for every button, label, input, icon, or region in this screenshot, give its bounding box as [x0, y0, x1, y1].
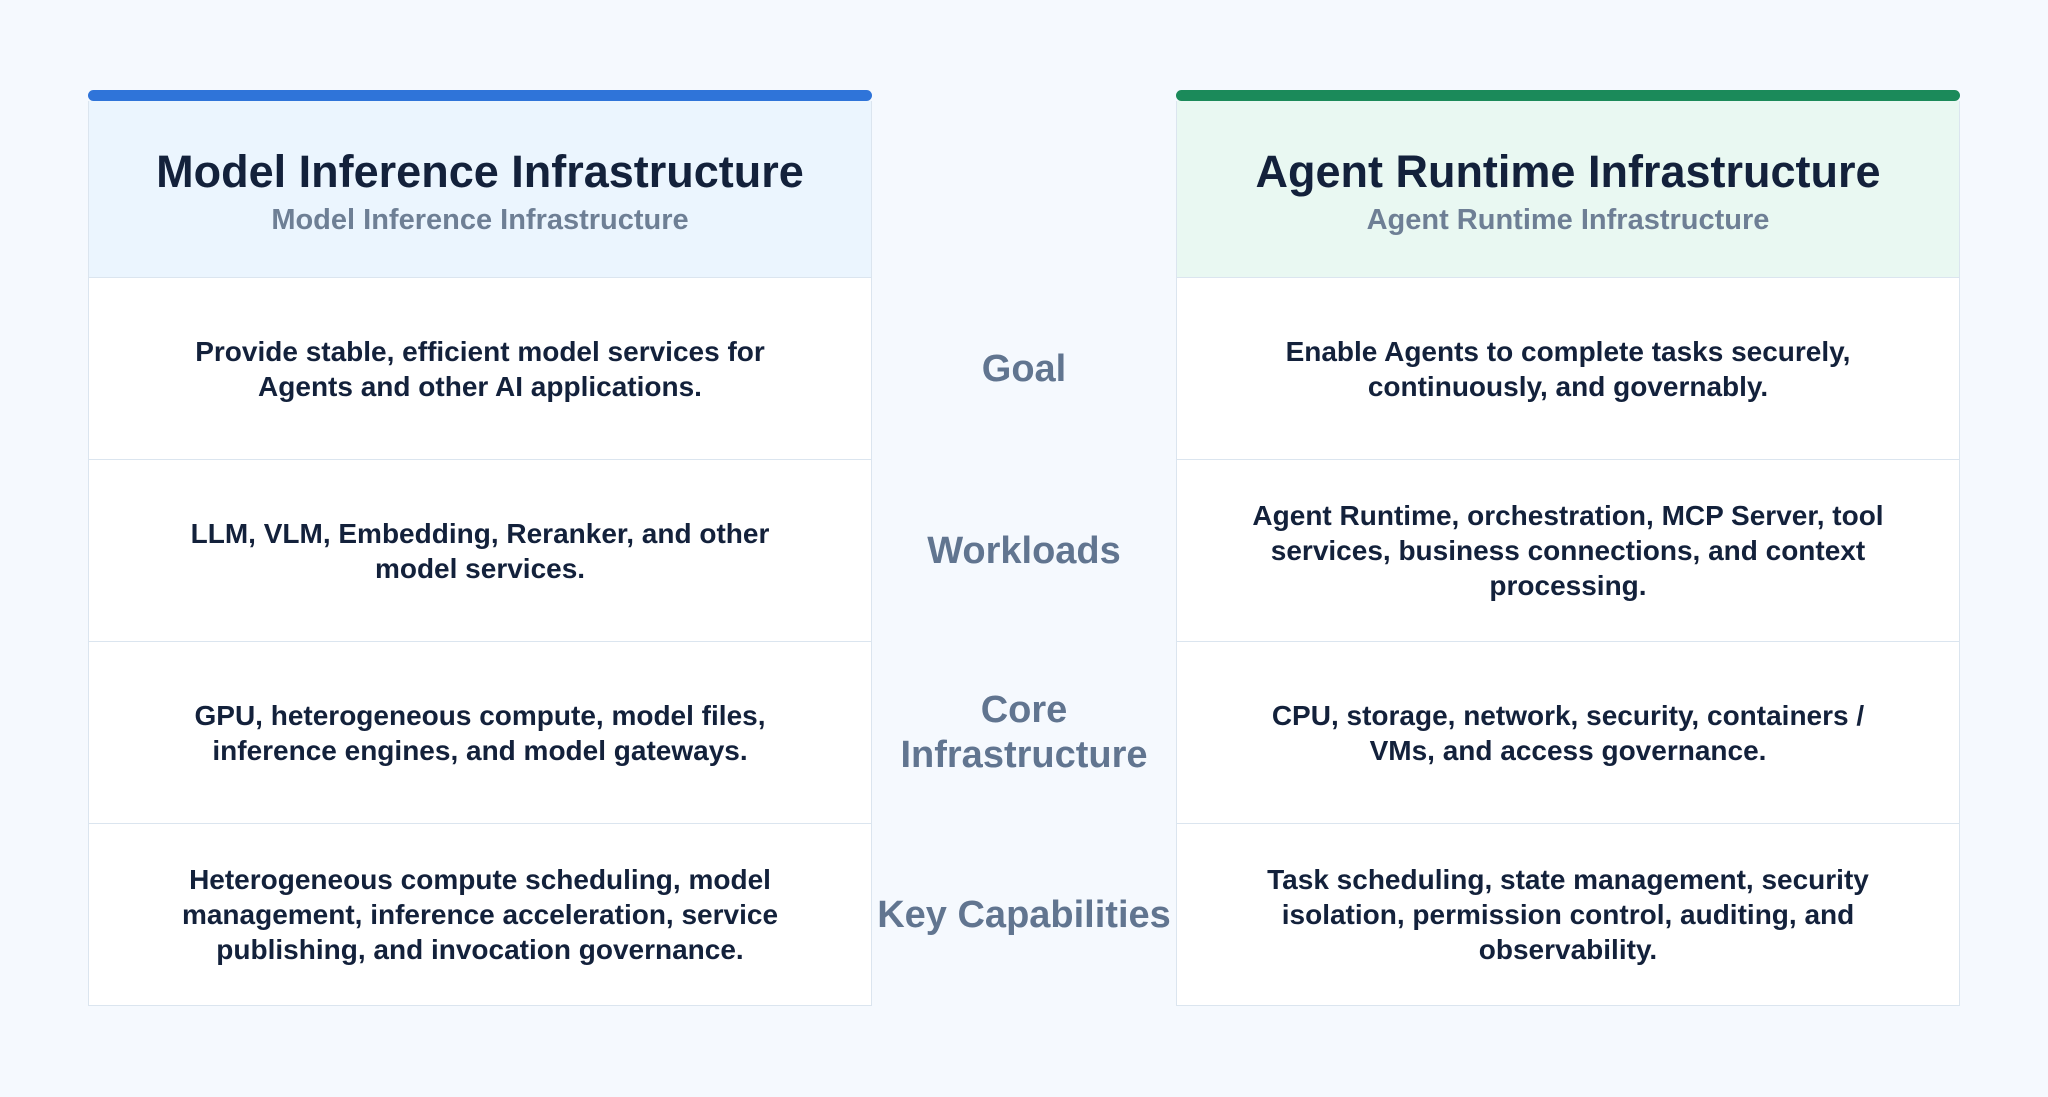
goal-label: Goal: [981, 347, 1067, 390]
core-infrastructure-label: Core Infrastructure: [900, 689, 1148, 776]
right-workloads-text: Agent Runtime, orchestration, MCP Server…: [1252, 500, 1884, 601]
right-core-infrastructure-text: CPU, storage, network, security, contain…: [1271, 699, 1865, 766]
left-key-capabilities-text: Heterogeneous compute scheduling, model …: [181, 864, 779, 965]
right-accent-bar: [1176, 90, 1960, 101]
left-goal-cell: Provide stable, efficient model services…: [88, 278, 872, 460]
left-core-infrastructure-text: GPU, heterogeneous compute, model files,…: [194, 699, 766, 766]
right-panel-subtitle: Agent Runtime Infrastructure: [1366, 204, 1770, 236]
model-inference-panel: Model Inference Infrastructure Model Inf…: [88, 90, 872, 1006]
left-accent-bar: [88, 90, 872, 101]
left-goal-text: Provide stable, efficient model services…: [195, 335, 765, 402]
left-workloads-cell: LLM, VLM, Embedding, Reranker, and other…: [88, 460, 872, 642]
right-goal-cell: Enable Agents to complete tasks securely…: [1176, 278, 1960, 460]
agent-runtime-panel: Agent Runtime Infrastructure Agent Runti…: [1176, 90, 1960, 1006]
right-key-capabilities-text: Task scheduling, state management, secur…: [1267, 864, 1869, 965]
right-panel-header: Agent Runtime Infrastructure Agent Runti…: [1176, 101, 1960, 278]
left-key-capabilities-cell: Heterogeneous compute scheduling, model …: [88, 824, 872, 1006]
left-panel-header: Model Inference Infrastructure Model Inf…: [88, 101, 872, 278]
key-capabilities-label: Key Capabilities: [877, 893, 1171, 936]
right-goal-text: Enable Agents to complete tasks securely…: [1285, 335, 1851, 402]
left-panel-title: Model Inference Infrastructure: [156, 146, 804, 197]
right-workloads-cell: Agent Runtime, orchestration, MCP Server…: [1176, 460, 1960, 642]
left-panel-subtitle: Model Inference Infrastructure: [271, 204, 689, 236]
right-key-capabilities-cell: Task scheduling, state management, secur…: [1176, 824, 1960, 1006]
left-workloads-text: LLM, VLM, Embedding, Reranker, and other…: [190, 517, 770, 584]
right-panel-title: Agent Runtime Infrastructure: [1255, 146, 1881, 197]
left-core-infrastructure-cell: GPU, heterogeneous compute, model files,…: [88, 642, 872, 824]
workloads-label: Workloads: [927, 529, 1121, 572]
right-core-infrastructure-cell: CPU, storage, network, security, contain…: [1176, 642, 1960, 824]
